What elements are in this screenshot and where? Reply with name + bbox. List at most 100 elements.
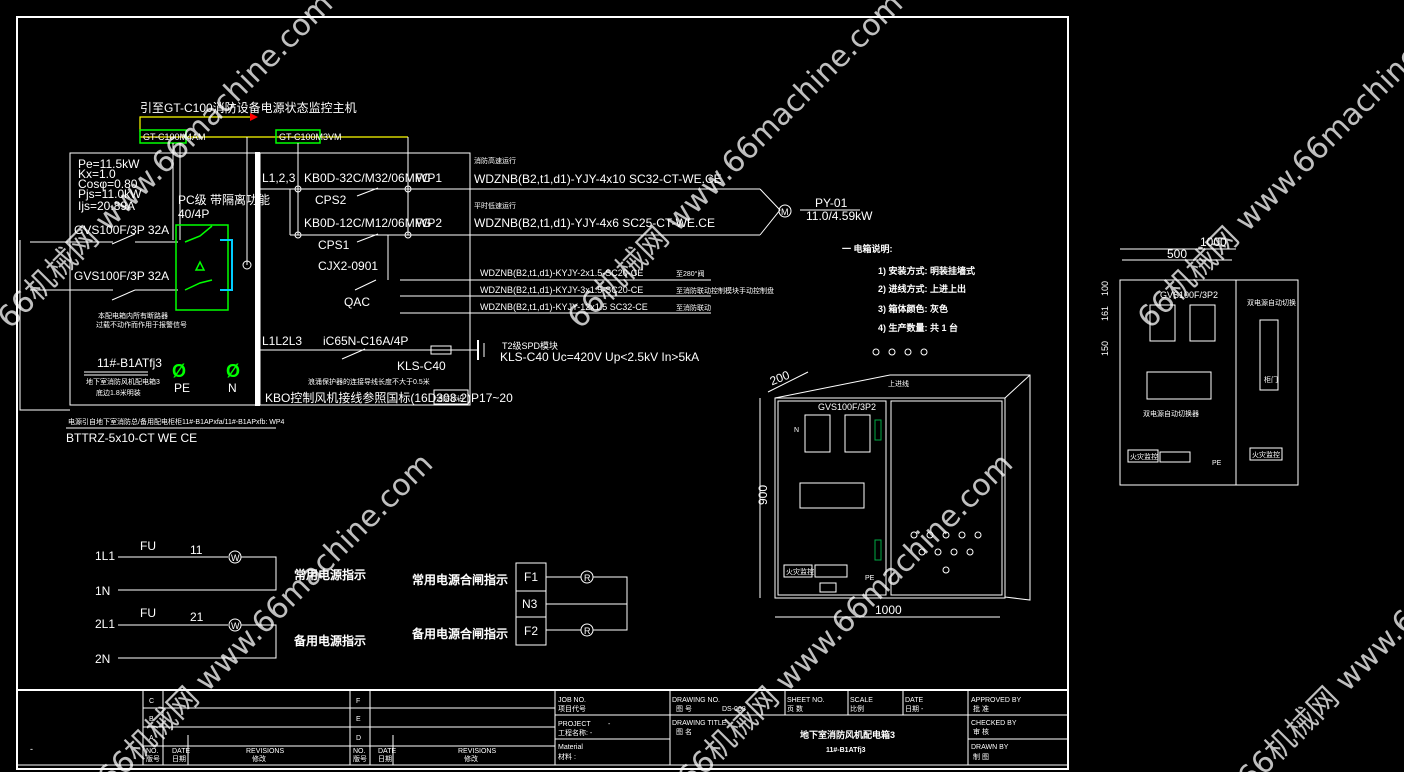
svg-text:21: 21 (190, 610, 204, 624)
svg-text:GT-C100M3VM: GT-C100M3VM (279, 132, 342, 142)
motor-id: PY-01 (815, 196, 848, 210)
svg-text:L1L2L3: L1L2L3 (262, 334, 302, 348)
svg-text:R: R (584, 626, 591, 636)
svg-text:Material: Material (558, 744, 583, 751)
svg-text:本配电箱内所有断路器: 本配电箱内所有断路器 (98, 311, 168, 320)
svg-text:2) 进线方式: 上进上出: 2) 进线方式: 上进上出 (878, 283, 966, 294)
wp1-cable: WDZNB(B2,t1,d1)-YJY-4x10 SC32-CT-WE.CE (474, 172, 722, 186)
svg-text:1N: 1N (95, 584, 110, 598)
svg-text:火灾监控: 火灾监控 (1130, 452, 1158, 461)
indicator-circuit: 1L1 FU 11 W 1N 常用电源指示 2L1 FU 21 W 2N 备用电… (95, 539, 366, 666)
wp2-label: WP2 (416, 216, 442, 230)
svg-text:NO.: NO. (353, 748, 366, 755)
svg-text:A: A (149, 735, 154, 742)
svg-text:B: B (149, 716, 154, 723)
svg-text:常用电源合闸指示: 常用电源合闸指示 (412, 572, 508, 587)
ats-rating: 40/4P (178, 207, 209, 221)
svg-text:150: 150 (1100, 341, 1110, 356)
svg-text:火灾监控: 火灾监控 (786, 567, 814, 576)
ats-label: PC级 带隔离功能 (178, 192, 270, 207)
svg-text:底边1.8米明装: 底边1.8米明装 (96, 388, 141, 397)
box-notes: 一 电箱说明: 1) 安装方式: 明装挂墙式 2) 进线方式: 上进上出 3) … (842, 243, 975, 333)
contactor-label: CJX2-0901 (318, 259, 378, 273)
source-line: 电源引自地下室消防总/备用配电柜柜11#-B1APxfa/11#-B1APxfb… (68, 417, 285, 426)
svg-text:WDZNB(B2,t1,d1)-KYJY-2x1.5-SC2: WDZNB(B2,t1,d1)-KYJY-2x1.5-SC20-CE (480, 268, 643, 278)
svg-text:Kx=1.0: Kx=1.0 (78, 167, 116, 181)
svg-text:FU: FU (140, 539, 156, 553)
qac-label: QAC (344, 295, 370, 309)
inner-view: 1000 500 100 161 150 GVS100F/3P2 双电源自动切换… (1100, 235, 1299, 486)
cps2-model: KB0D-32C/M32/06MFC (304, 171, 431, 185)
svg-text:WDZNB(B2,t1,d1)-KYJY-3x1.5-SC2: WDZNB(B2,t1,d1)-KYJY-3x1.5-SC20-CE (480, 285, 643, 295)
svg-text:1000: 1000 (875, 603, 902, 617)
svg-text:66机械网 www.66machine.com: 66机械网 www.66machine.com (0, 0, 340, 336)
svg-text:Ijs=20.89A: Ijs=20.89A (78, 199, 135, 213)
svg-text:版号: 版号 (353, 754, 367, 763)
svg-text:66机械网 www.66machine.com: 66机械网 www.66machine.com (1231, 446, 1404, 772)
source-cable: BTTRZ-5x10-CT WE CE (66, 431, 197, 445)
svg-text:KLS-C40: KLS-C40 (397, 359, 446, 373)
svg-text:F1: F1 (524, 570, 538, 584)
svg-text:N3: N3 (522, 597, 538, 611)
svg-text:PE: PE (865, 575, 875, 582)
arrow-icon (250, 113, 258, 121)
drawing-frame (16, 16, 1069, 770)
module-m4am (139, 129, 187, 144)
svg-text:GVS100F/3P2: GVS100F/3P2 (818, 402, 876, 412)
svg-text:浪涌保护器的连接导线长度不大于0.5米: 浪涌保护器的连接导线长度不大于0.5米 (308, 377, 430, 386)
svg-text:SCALE: SCALE (850, 697, 873, 704)
svg-text:L1,2,3: L1,2,3 (262, 171, 296, 185)
svg-text:版号: 版号 (146, 754, 160, 763)
cps1-model: KB0D-12C/M12/06MFG (304, 216, 431, 230)
svg-text:平时低速运行: 平时低速运行 (474, 201, 516, 210)
svg-text:500: 500 (1167, 247, 1187, 261)
svg-text:一 电箱说明:: 一 电箱说明: (842, 243, 893, 254)
svg-text:WDZNB(B2,t1,d1)-KYJY-12x1.5 SC: WDZNB(B2,t1,d1)-KYJY-12x1.5 SC32-CE (480, 302, 648, 312)
closing-indicator-circuit: 常用电源合闸指示 备用电源合闸指示 F1 N3 F2 R R (411, 562, 628, 646)
svg-text:制 图: 制 图 (973, 752, 989, 761)
svg-text:日期: 日期 (172, 755, 186, 763)
motor-power: 11.0/4.59kW (806, 209, 873, 223)
svg-text:图 号: 图 号 (676, 705, 692, 713)
svg-text:F2: F2 (524, 624, 538, 638)
svg-text:R: R (584, 573, 591, 583)
svg-text:DRAWING NO.: DRAWING NO. (672, 697, 720, 704)
svg-text:1L1: 1L1 (95, 549, 115, 563)
backup-power-indicator-label: 备用电源指示 (293, 633, 366, 648)
svg-text:W: W (231, 553, 240, 563)
lead-to-label: 引至GT-C100消防设备电源状态监控主机 (140, 100, 357, 115)
svg-text:Pe=11.5kW: Pe=11.5kW (78, 157, 140, 171)
svg-text:FU: FU (140, 606, 156, 620)
svg-text:日期 -: 日期 - (905, 705, 924, 713)
box-id: 11#-B1ATfj3 (97, 356, 162, 370)
svg-text:至消防联动: 至消防联动 (676, 303, 711, 312)
normal-power-indicator-label: 常用电源指示 (294, 567, 366, 582)
svg-text:JOB NO.: JOB NO. (558, 697, 586, 704)
svg-text:材料 :: 材料 : (558, 752, 576, 761)
svg-text:火灾监控: 火灾监控 (1252, 450, 1280, 459)
svg-text:双电源自动切换: 双电源自动切换 (1247, 298, 1296, 307)
svg-text:T2级SPD模块: T2级SPD模块 (502, 340, 558, 351)
fuse-icon (430, 345, 452, 355)
monitoring-header: 引至GT-C100消防设备电源状态监控主机 GT-C100M4AM GT-C10… (139, 100, 409, 265)
ats-triangle-icon (194, 260, 206, 271)
svg-text:页 数: 页 数 (787, 704, 803, 713)
n-terminal-icon: Ø (226, 361, 240, 381)
svg-text:PE: PE (1212, 460, 1222, 467)
svg-text:DRAWN BY: DRAWN BY (971, 744, 1009, 751)
drawing-number: DS-008 (722, 706, 746, 713)
svg-text:REVISIONS: REVISIONS (458, 748, 496, 755)
svg-text:日期: 日期 (378, 755, 392, 763)
cps1-label: CPS1 (318, 238, 350, 252)
svg-text:图 名: 图 名 (676, 727, 692, 736)
svg-text:DATE: DATE (378, 748, 396, 755)
svg-text:上进线: 上进线 (888, 379, 909, 388)
svg-text:2L1: 2L1 (95, 617, 115, 631)
svg-text:GVS100F/3P2: GVS100F/3P2 (1160, 290, 1218, 300)
svg-text:N: N (228, 381, 237, 395)
spd-breaker: iC65N-C16A/4P (323, 334, 408, 348)
svg-text:双电源自动切换器: 双电源自动切换器 (1143, 409, 1199, 418)
